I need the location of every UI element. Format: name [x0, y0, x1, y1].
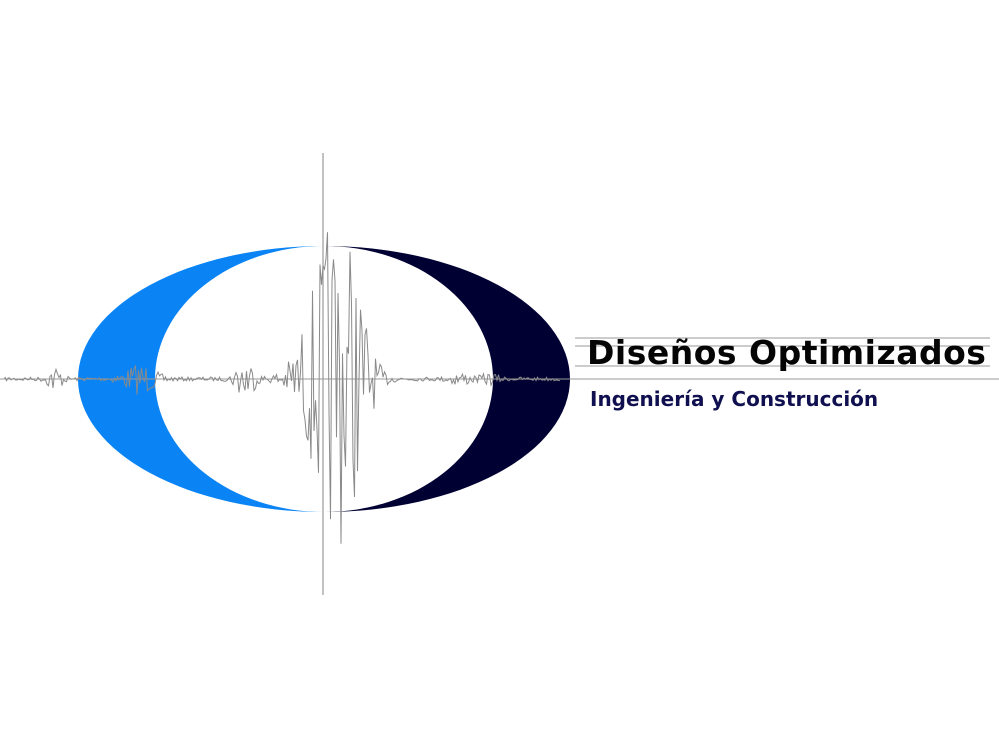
company-tagline: Ingeniería y Construcción — [590, 387, 879, 411]
seismograph-waveform-icon — [4, 232, 561, 544]
company-name: Diseños Optimizados — [587, 333, 987, 372]
